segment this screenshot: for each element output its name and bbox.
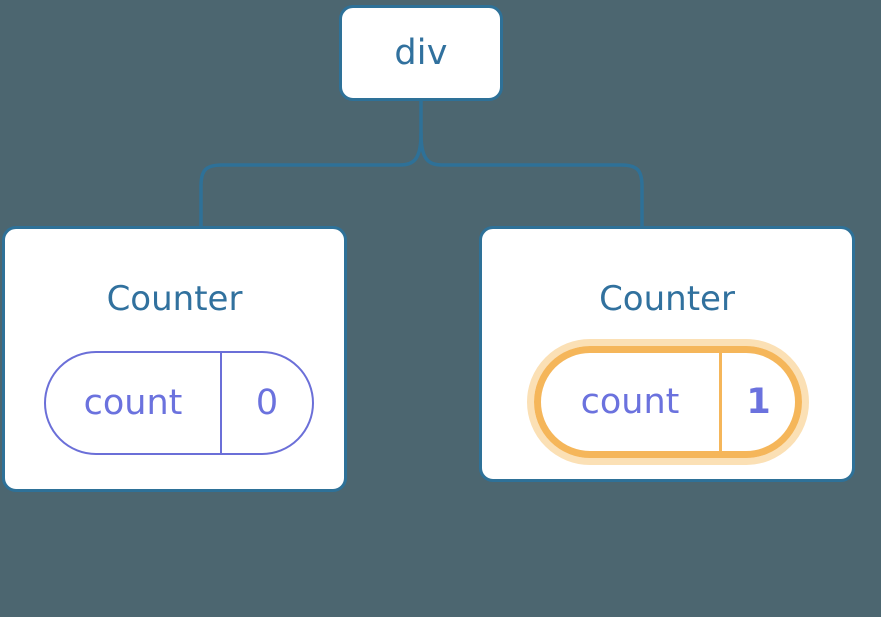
state-pill-value: 0	[255, 383, 279, 423]
card-counter-right[interactable]: Counter count 1	[479, 226, 855, 482]
node-root-label: div	[394, 32, 448, 73]
highlight-glow-ring	[527, 339, 809, 465]
diagram-canvas: div Counter count 0 Counter count 1	[2, 5, 855, 492]
state-pill-key: count	[541, 353, 722, 451]
card-counter-left[interactable]: Counter count 0	[2, 226, 347, 492]
card-title: Counter	[106, 279, 243, 319]
node-root-div[interactable]: div	[339, 5, 503, 101]
state-pill-value: 1	[746, 382, 771, 422]
state-pill-count-highlighted[interactable]: count 1	[527, 339, 809, 465]
highlight-ring: count 1	[534, 346, 802, 458]
state-pill-key: count	[46, 353, 222, 453]
card-title: Counter	[599, 279, 735, 319]
state-pill-count[interactable]: count 0	[44, 351, 314, 455]
